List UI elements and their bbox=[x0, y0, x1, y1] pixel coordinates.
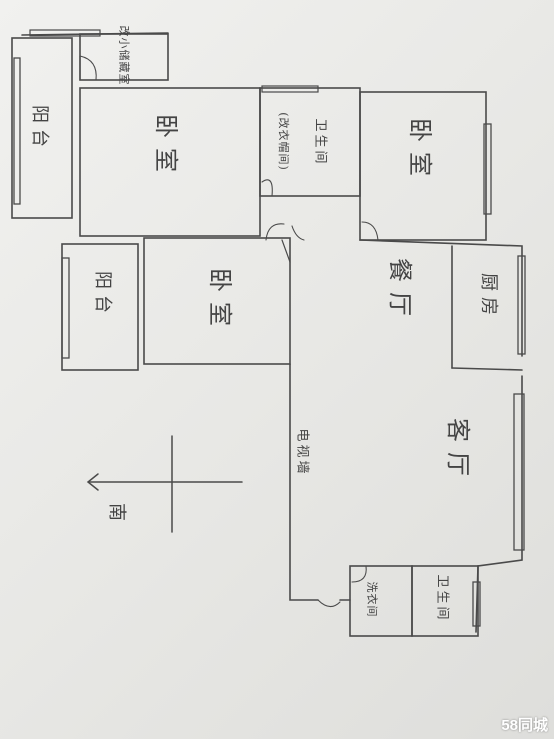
middle-bedroom-door bbox=[281, 239, 291, 263]
top-wall-window bbox=[29, 29, 101, 37]
living-room-right-wall bbox=[475, 375, 523, 633]
corridor-door-arc-left bbox=[265, 223, 285, 241]
small-balcony-label: 阳台 bbox=[92, 271, 113, 319]
dining-kitchen-wall bbox=[359, 239, 523, 357]
tv-wall-label: 电视墙 bbox=[294, 428, 310, 477]
kitchen-bottom-wall bbox=[451, 367, 523, 371]
laundry-room-door-arc bbox=[351, 565, 367, 583]
small-balcony-window bbox=[61, 257, 70, 359]
top-right-bedroom-window bbox=[483, 123, 492, 215]
terrace-outline bbox=[11, 37, 73, 219]
living-room-window bbox=[513, 393, 525, 551]
main-bathroom-window bbox=[261, 85, 319, 93]
master-bedroom-label: 卧室 bbox=[152, 114, 180, 182]
main-bathroom-outline bbox=[259, 87, 361, 197]
main-bathroom-label: 卫生间 bbox=[312, 118, 328, 167]
small-room-door-arc bbox=[79, 55, 97, 81]
terrace-window bbox=[13, 57, 21, 205]
small-bathroom-outline bbox=[411, 565, 479, 637]
dining-room-label: 餐厅 bbox=[386, 258, 414, 326]
kitchen-window bbox=[517, 255, 526, 355]
laundry-room-outline bbox=[349, 565, 413, 637]
walk-in-closet-label: (改衣帽间) bbox=[276, 112, 290, 171]
small-bathroom-window bbox=[472, 581, 481, 627]
tv-wall-door-arc bbox=[317, 599, 341, 608]
compass-south-label: 南 bbox=[106, 503, 127, 527]
middle-bedroom-outline bbox=[143, 237, 291, 365]
top-right-bedroom-outline bbox=[359, 91, 487, 241]
small-room-label: 改小储藏室 bbox=[117, 25, 131, 86]
terrace-label: 阳台 bbox=[29, 105, 50, 153]
kitchen-label: 厨房 bbox=[478, 273, 499, 321]
main-bathroom-door-arc bbox=[261, 179, 273, 197]
tv-wall-line bbox=[289, 363, 319, 601]
watermark-58-logo: 58同城 bbox=[501, 717, 548, 734]
compass-arrow-head bbox=[86, 473, 99, 491]
middle-bedroom-label: 卧室 bbox=[206, 268, 234, 336]
corridor-door-arc-right bbox=[291, 225, 305, 241]
laundry-room-label: 洗衣间 bbox=[365, 581, 379, 618]
living-room-label: 客厅 bbox=[444, 418, 472, 486]
small-bathroom-label: 卫生间 bbox=[434, 574, 450, 623]
top-right-bedroom-label: 卧室 bbox=[406, 118, 434, 186]
top-right-bedroom-door-arc bbox=[361, 221, 379, 241]
